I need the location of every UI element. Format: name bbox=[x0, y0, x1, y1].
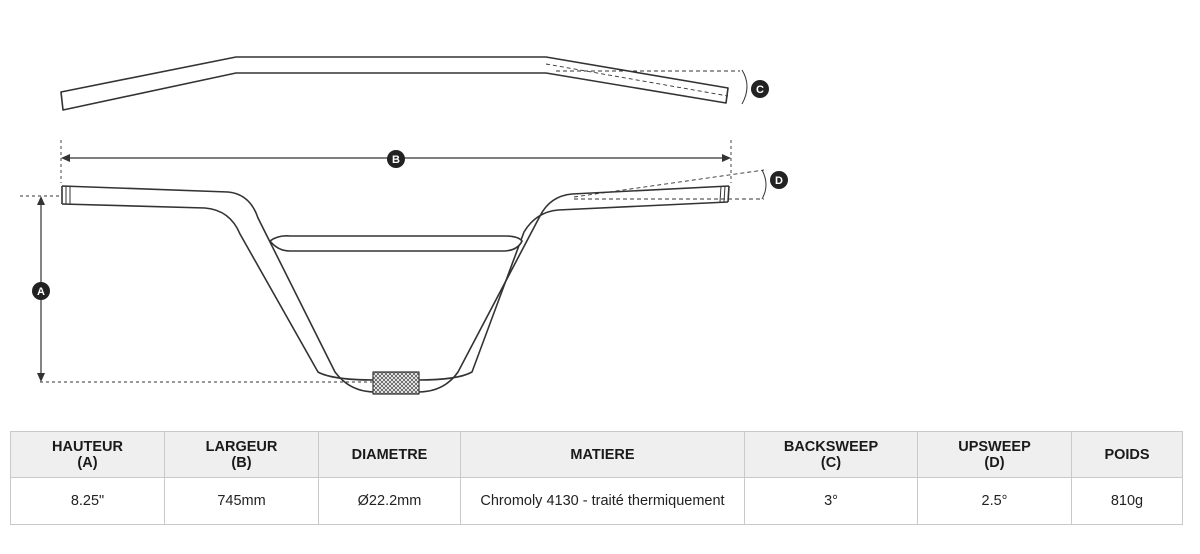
header-poids: POIDS bbox=[1071, 431, 1183, 478]
svg-text:B: B bbox=[392, 154, 400, 166]
value-poids: 810g bbox=[1071, 477, 1183, 525]
value-matiere: Chromoly 4130 - traité thermiquement bbox=[460, 477, 745, 525]
header-upsweep: UPSWEEP (D) bbox=[917, 431, 1072, 478]
upsweep-indicator: D bbox=[573, 169, 788, 200]
svg-text:A: A bbox=[37, 286, 45, 298]
specs-table: HAUTEUR (A) LARGEUR (B) DIAMETRE MATIERE… bbox=[10, 431, 1183, 525]
marker-c bbox=[751, 80, 769, 98]
marker-d bbox=[770, 171, 788, 189]
header-matiere: MATIERE bbox=[460, 431, 745, 478]
header-largeur: LARGEUR (B) bbox=[164, 431, 319, 478]
knurled-clamp bbox=[372, 371, 420, 395]
specs-header-row: HAUTEUR (A) LARGEUR (B) DIAMETRE MATIERE… bbox=[10, 431, 1183, 478]
width-dimension: B bbox=[60, 140, 732, 183]
value-backsweep: 3° bbox=[744, 477, 918, 525]
handlebar-diagram: C B D bbox=[20, 56, 788, 395]
handlebar-top-view bbox=[60, 56, 740, 111]
value-hauteur: 8.25" bbox=[10, 477, 165, 525]
value-diametre: Ø22.2mm bbox=[318, 477, 461, 525]
svg-text:D: D bbox=[775, 175, 783, 187]
height-dimension: A bbox=[20, 195, 372, 383]
marker-b bbox=[387, 150, 405, 168]
header-hauteur: HAUTEUR (A) bbox=[10, 431, 165, 478]
header-backsweep: BACKSWEEP (C) bbox=[744, 431, 918, 478]
marker-a bbox=[32, 282, 50, 300]
value-largeur: 745mm bbox=[164, 477, 319, 525]
header-diametre: DIAMETRE bbox=[318, 431, 461, 478]
specs-value-row: 8.25" 745mm Ø22.2mm Chromoly 4130 - trai… bbox=[10, 477, 1183, 525]
svg-text:C: C bbox=[756, 84, 764, 96]
backsweep-indicator: C bbox=[741, 69, 769, 105]
value-upsweep: 2.5° bbox=[917, 477, 1072, 525]
handlebar-front-view bbox=[61, 185, 730, 395]
